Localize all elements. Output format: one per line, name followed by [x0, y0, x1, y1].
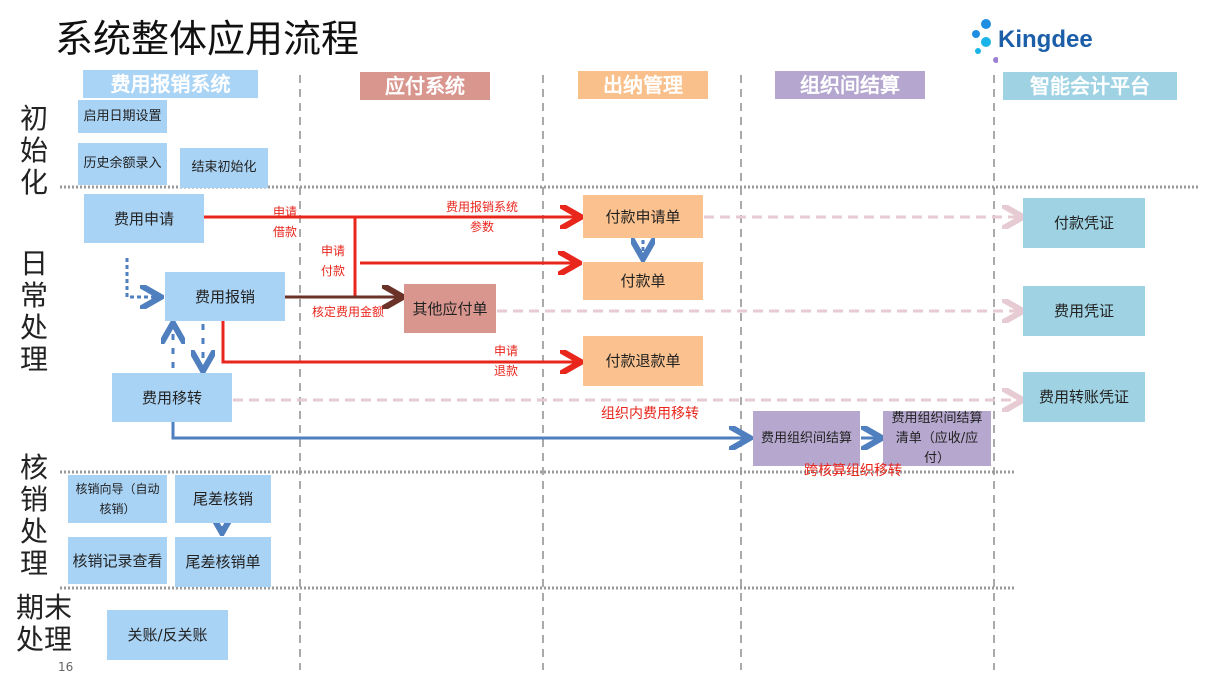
node-diff-writeoff-bill[interactable]: 尾差核销单: [175, 537, 271, 587]
node-payment-request[interactable]: 付款申请单: [583, 195, 703, 238]
arrow-to-refund: [221, 321, 578, 362]
page-title: 系统整体应用流程: [55, 17, 360, 61]
row-label-writeoff: 核销处理: [19, 451, 48, 580]
node-transfer-voucher[interactable]: 费用转账凭证: [1023, 372, 1145, 422]
column-header-accounting: 智能会计平台: [1003, 72, 1177, 100]
node-payment-refund[interactable]: 付款退款单: [583, 336, 703, 386]
column-header-inter-org: 组织间结算: [775, 71, 925, 99]
label-sys-params: 费用报销系统参数: [446, 200, 519, 234]
label-cross-org-transfer: 跨核算组织移转: [804, 463, 902, 479]
label-approve-amount: 核定费用金额: [311, 305, 384, 319]
node-writeoff-wizard[interactable]: 核销向导（自动核销）: [68, 475, 167, 523]
kingdee-logo: Kingdee: [968, 18, 1108, 64]
arrow-to-inter-org-settle: [171, 422, 747, 438]
label-apply-refund: 申请退款: [493, 344, 518, 378]
node-writeoff-record[interactable]: 核销记录查看: [68, 537, 167, 584]
column-header-payable: 应付系统: [360, 72, 490, 100]
column-header-expense: 费用报销系统: [83, 70, 258, 98]
node-enable-date[interactable]: 启用日期设置: [78, 100, 167, 133]
logo-text: Kingdee: [998, 26, 1093, 53]
page-number: 16: [58, 660, 74, 674]
column-dividers: [299, 75, 995, 670]
node-inter-org-settle[interactable]: 费用组织间结算: [753, 411, 860, 466]
logo-dots-icon: [972, 19, 998, 63]
node-other-payable[interactable]: 其他应付单: [404, 284, 496, 333]
node-diff-writeoff[interactable]: 尾差核销: [175, 475, 271, 523]
label-intra-org-transfer: 组织内费用移转: [601, 406, 699, 422]
node-end-init[interactable]: 结束初始化: [180, 148, 268, 188]
column-header-cashier: 出纳管理: [578, 71, 708, 99]
arrow-request-to-reimburse: [125, 258, 158, 297]
node-expense-voucher[interactable]: 费用凭证: [1023, 286, 1145, 336]
node-inter-org-list[interactable]: 费用组织间结算清单（应收/应付）: [883, 411, 991, 466]
node-expense-reimburse[interactable]: 费用报销: [165, 272, 285, 321]
row-label-init: 初始化: [19, 102, 48, 199]
row-label-period-end: 期末处理: [15, 591, 72, 656]
row-label-daily: 日常处理: [19, 247, 48, 376]
node-history-balance[interactable]: 历史余额录入: [78, 143, 167, 185]
node-close-account[interactable]: 关账/反关账: [107, 610, 228, 660]
node-payment-voucher[interactable]: 付款凭证: [1023, 198, 1145, 248]
label-apply-loan: 申请借款: [272, 205, 297, 239]
node-expense-request[interactable]: 费用申请: [84, 194, 204, 243]
node-payment-bill[interactable]: 付款单: [583, 262, 703, 300]
node-expense-transfer[interactable]: 费用移转: [112, 373, 232, 422]
label-apply-pay: 申请付款: [320, 244, 345, 278]
